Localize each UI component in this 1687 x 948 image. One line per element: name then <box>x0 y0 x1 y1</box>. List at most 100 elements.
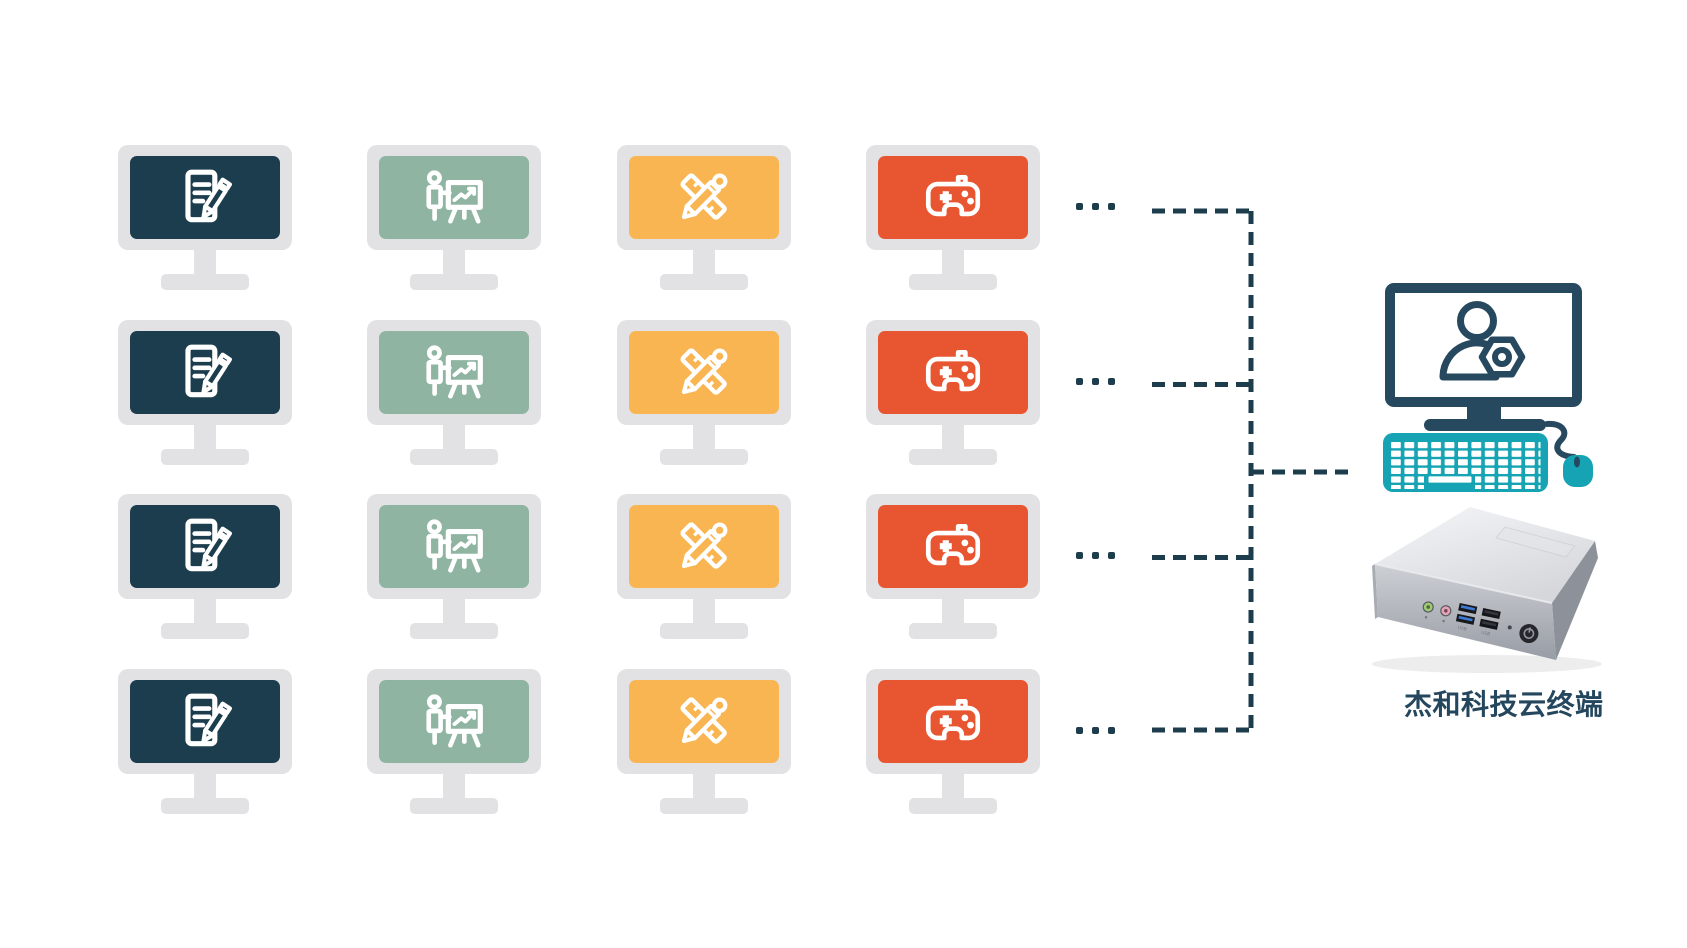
monitor-screen <box>130 505 280 588</box>
monitor-screen <box>629 505 779 588</box>
client-monitor-gaming <box>866 145 1040 295</box>
more-clients-ellipsis <box>1076 727 1115 734</box>
monitor-screen <box>379 680 529 763</box>
monitor-stand-base <box>660 449 748 465</box>
monitor-stand-base <box>909 798 997 814</box>
monitor-screen <box>629 331 779 414</box>
gamepad-icon <box>920 344 986 402</box>
host-label: 杰和科技云终端 <box>1404 689 1604 720</box>
monitor-screen <box>629 156 779 239</box>
monitor-stand-base <box>660 274 748 290</box>
monitor-stand-neck <box>942 249 964 276</box>
design-tools-icon <box>671 169 737 227</box>
monitor-stand-base <box>909 274 997 290</box>
monitor-stand-neck <box>194 424 216 451</box>
monitor-bezel <box>118 320 292 425</box>
monitor-screen <box>130 680 280 763</box>
monitor-stand-neck <box>443 773 465 800</box>
monitor-screen <box>878 156 1028 239</box>
monitor-bezel <box>617 494 791 599</box>
monitor-bezel <box>118 145 292 250</box>
monitor-bezel <box>866 145 1040 250</box>
client-monitor-design <box>617 320 791 470</box>
presentation-icon <box>421 693 487 751</box>
client-monitor-office <box>118 145 292 295</box>
client-monitor-gaming <box>866 320 1040 470</box>
monitor-stand-neck <box>443 424 465 451</box>
presentation-icon <box>421 344 487 402</box>
client-monitor-gaming <box>866 669 1040 819</box>
monitor-bezel <box>866 494 1040 599</box>
gamepad-icon <box>920 169 986 227</box>
monitor-stand-base <box>161 798 249 814</box>
monitor-stand-base <box>410 449 498 465</box>
document-edit-icon <box>172 693 238 751</box>
monitor-bezel <box>866 320 1040 425</box>
monitor-bezel <box>617 320 791 425</box>
monitor-screen <box>878 331 1028 414</box>
more-clients-ellipsis <box>1076 552 1115 559</box>
monitor-stand-neck <box>693 598 715 625</box>
monitor-stand-neck <box>443 598 465 625</box>
presentation-icon <box>421 169 487 227</box>
monitor-stand-neck <box>443 249 465 276</box>
monitor-stand-base <box>660 623 748 639</box>
monitor-screen <box>379 331 529 414</box>
client-monitor-presentation <box>367 669 541 819</box>
monitor-screen <box>379 505 529 588</box>
client-monitor-gaming <box>866 494 1040 644</box>
client-monitor-design <box>617 494 791 644</box>
monitor-bezel <box>118 494 292 599</box>
monitor-stand-base <box>410 274 498 290</box>
client-monitor-presentation <box>367 494 541 644</box>
design-tools-icon <box>671 344 737 402</box>
monitor-stand-base <box>909 449 997 465</box>
monitor-stand-neck <box>942 598 964 625</box>
monitor-screen <box>878 680 1028 763</box>
client-monitor-design <box>617 145 791 295</box>
document-edit-icon <box>172 518 238 576</box>
monitor-stand-base <box>161 623 249 639</box>
monitor-stand-neck <box>693 773 715 800</box>
monitor-stand-neck <box>194 598 216 625</box>
more-clients-ellipsis <box>1076 378 1115 385</box>
monitor-stand-base <box>909 623 997 639</box>
design-tools-icon <box>671 693 737 751</box>
gamepad-icon <box>920 518 986 576</box>
document-edit-icon <box>172 344 238 402</box>
presentation-icon <box>421 518 487 576</box>
client-monitor-office <box>118 669 292 819</box>
monitor-stand-neck <box>693 249 715 276</box>
monitor-bezel <box>367 669 541 774</box>
monitor-bezel <box>617 145 791 250</box>
client-monitor-office <box>118 320 292 470</box>
monitor-stand-base <box>161 274 249 290</box>
monitor-screen <box>130 156 280 239</box>
more-clients-ellipsis <box>1076 203 1115 210</box>
monitor-bezel <box>367 320 541 425</box>
monitor-bezel <box>367 494 541 599</box>
client-monitor-presentation <box>367 320 541 470</box>
document-edit-icon <box>172 169 238 227</box>
monitor-stand-neck <box>942 424 964 451</box>
monitor-screen <box>379 156 529 239</box>
monitor-stand-neck <box>194 249 216 276</box>
monitor-stand-base <box>660 798 748 814</box>
monitor-bezel <box>617 669 791 774</box>
monitor-stand-neck <box>693 424 715 451</box>
client-monitor-presentation <box>367 145 541 295</box>
monitor-bezel <box>367 145 541 250</box>
client-monitor-office <box>118 494 292 644</box>
monitor-screen <box>130 331 280 414</box>
monitor-stand-base <box>410 798 498 814</box>
monitor-stand-base <box>161 449 249 465</box>
monitor-bezel <box>866 669 1040 774</box>
monitor-stand-neck <box>942 773 964 800</box>
monitor-bezel <box>118 669 292 774</box>
monitor-screen <box>878 505 1028 588</box>
gamepad-icon <box>920 693 986 751</box>
monitor-stand-base <box>410 623 498 639</box>
monitor-screen <box>629 680 779 763</box>
monitor-stand-neck <box>194 773 216 800</box>
